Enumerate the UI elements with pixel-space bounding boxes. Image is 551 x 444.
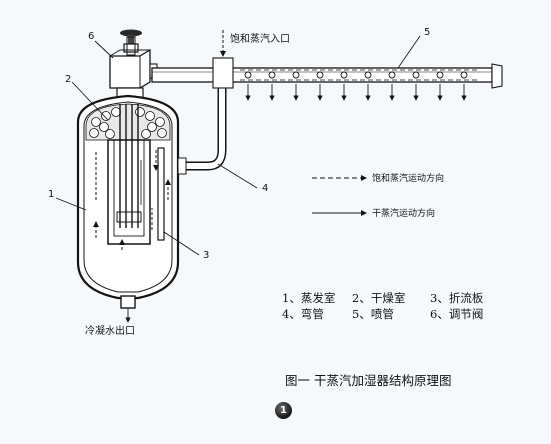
drying-chamber [107,104,151,245]
callout-2: 2 [65,74,72,85]
page-number-badge: 1 [275,402,292,419]
baffle-plate [157,147,165,241]
part-item: 3、折流板 [430,291,484,305]
parts-row: 4、弯管 5、喷管 6、调节阀 [282,306,500,322]
callout-4: 4 [262,183,269,194]
legend-lines [312,175,367,216]
vessel-flow-arrows [93,150,171,250]
inlet-label: 饱和蒸汽入口 [230,34,290,45]
part-item: 4、弯管 [282,307,324,321]
part-item: 2、干燥室 [352,291,406,305]
callout-6: 6 [88,31,95,42]
part-item: 1、蒸发室 [282,291,336,305]
spray-pipe [151,57,503,101]
part-item: 5、喷管 [352,307,394,321]
part-item: 6、调节阀 [430,307,484,321]
callout-5: 5 [424,27,431,38]
leader-lines [55,35,421,256]
elbow-pipe [177,78,227,175]
parts-row: 1、蒸发室 2、干燥室 3、折流板 [282,290,500,306]
steam-jacket-top [85,103,171,141]
callout-3: 3 [203,250,210,261]
parts-list: 1、蒸发室 2、干燥室 3、折流板 4、弯管 5、喷管 6、调节阀 [282,290,500,322]
legend-dry-steam: 干蒸汽运动方向 [372,209,436,219]
drain-label: 冷凝水出口 [85,326,135,337]
regulating-valve [109,29,158,89]
callout-1: 1 [48,189,55,200]
legend-saturated-steam: 饱和蒸汽运动方向 [372,174,445,184]
figure-caption: 图一 干蒸汽加湿器结构原理图 [285,373,452,388]
